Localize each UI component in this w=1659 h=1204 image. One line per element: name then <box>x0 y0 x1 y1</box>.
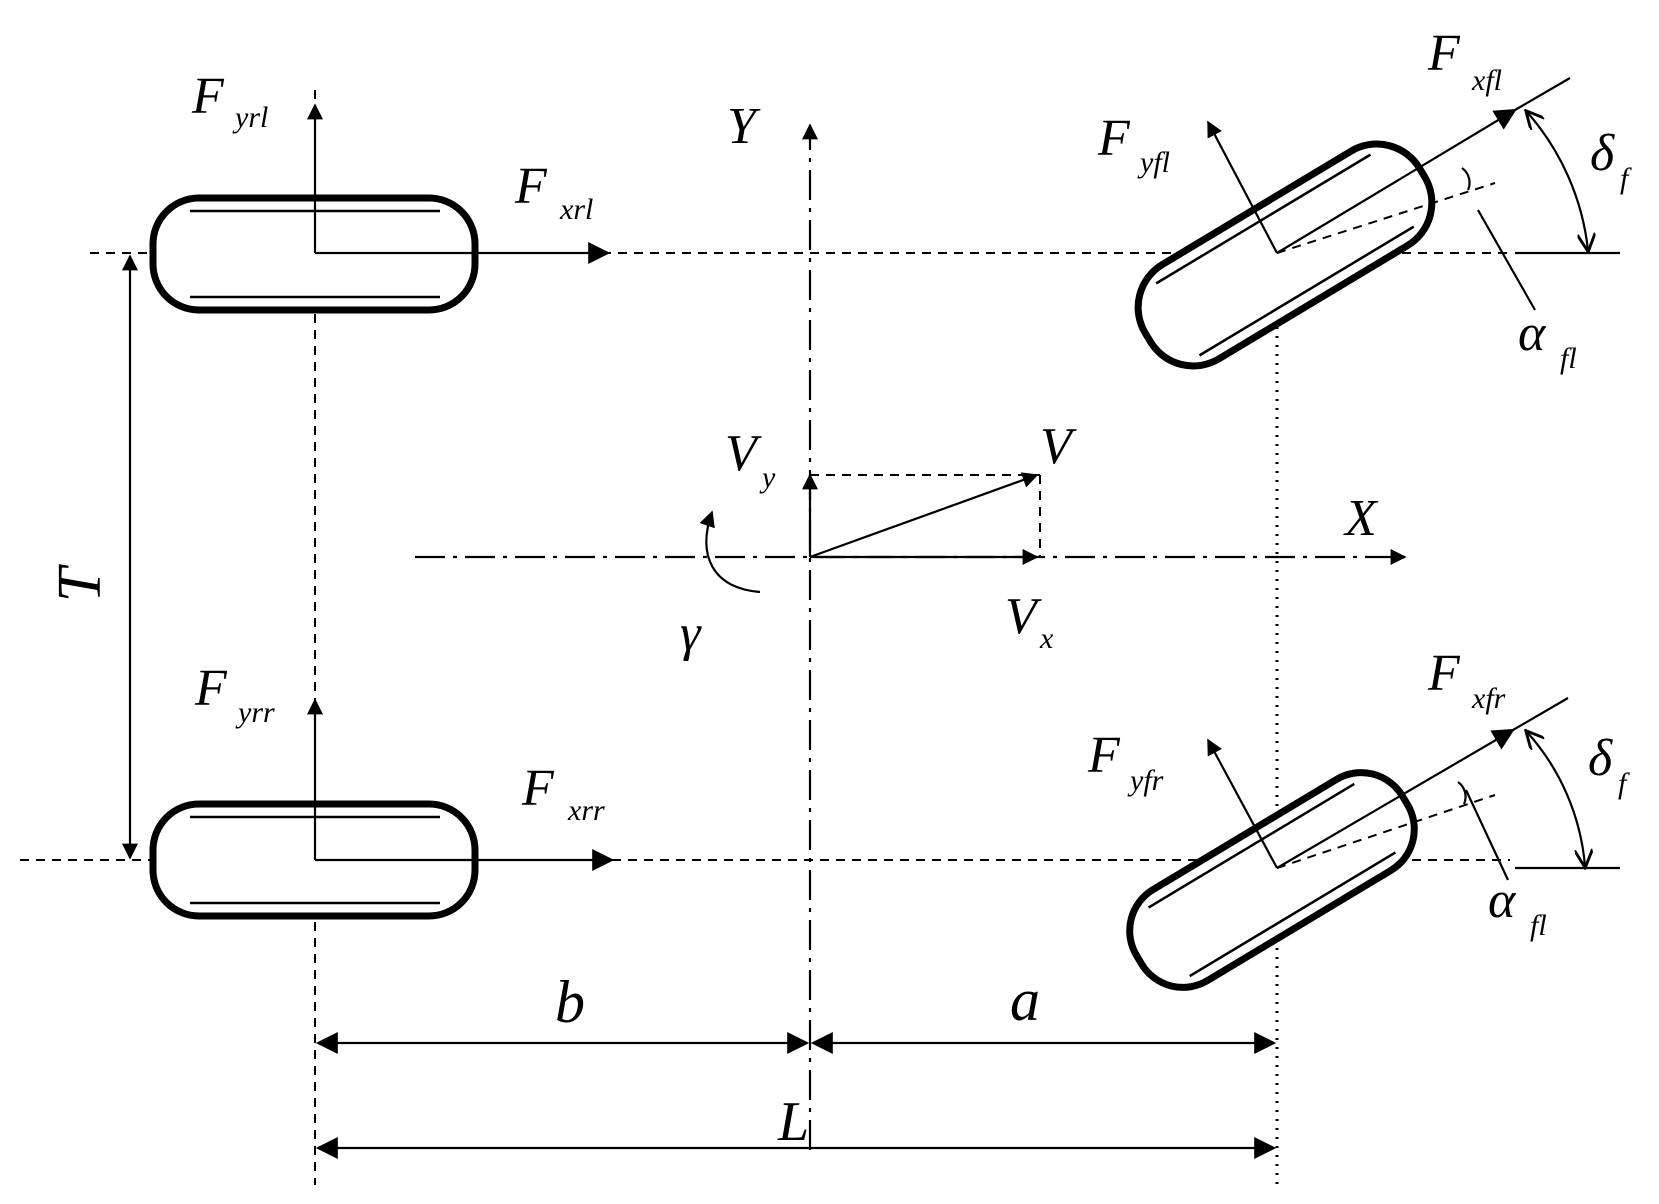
fxrr-label-sub: xrr <box>567 794 605 827</box>
fxfl-extension <box>1514 77 1571 111</box>
alpha-fr-arc <box>1457 781 1467 805</box>
vehicle-axes: Y X <box>415 98 1407 1150</box>
yaw-rate-label: γ <box>680 605 702 662</box>
alpha-fl-label-main: α <box>1518 305 1547 362</box>
alpha-fr-leader <box>1465 789 1509 881</box>
b-label: b <box>555 969 585 1035</box>
rear-left-wheel: F yrl F xrl <box>149 68 611 314</box>
vy-label-main: V <box>725 425 762 482</box>
fxfl-label-main: F <box>1427 25 1461 82</box>
alpha-fl-leader <box>1477 209 1536 311</box>
fyfl-label-main: F <box>1097 110 1131 167</box>
vy-label-sub: y <box>759 461 776 494</box>
fxfl-arrow <box>1276 108 1517 254</box>
fxfr-label-sub: xfr <box>1471 682 1506 715</box>
delta-fl-arc <box>1527 112 1588 250</box>
fr-slip-dashed-line <box>1276 794 1496 869</box>
track-width-label: T <box>46 563 114 602</box>
front-left-wheel: F xfl F yfl δ f α fl <box>1097 25 1632 375</box>
fyfr-label-sub: yfr <box>1127 764 1164 797</box>
delta-fl-label-sub: f <box>1620 162 1632 195</box>
y-axis-label: Y <box>727 98 761 155</box>
front-right-tire <box>1126 769 1418 991</box>
fyrr-label-sub: yrr <box>235 696 275 729</box>
fyfr-label-main: F <box>1087 727 1121 784</box>
alpha-fr-label-main: α <box>1488 872 1517 929</box>
yaw-rate-arrow <box>699 510 761 594</box>
v-label: V <box>1040 418 1077 475</box>
rear-right-wheel: F yrr F xrr <box>149 660 615 920</box>
fyrl-label-sub: yrl <box>232 101 268 134</box>
delta-fr-label-main: δ <box>1588 730 1613 787</box>
fxfr-extension <box>1512 697 1569 731</box>
delta-fr-arc <box>1527 732 1585 866</box>
fxfl-label-sub: xfl <box>1471 64 1502 97</box>
vx-label-sub: x <box>1039 622 1054 655</box>
fxrl-label-main: F <box>514 158 548 215</box>
fyrl-label-main: F <box>191 68 225 125</box>
fyfl-arrow <box>1207 120 1278 254</box>
fyfr-arrow <box>1207 738 1278 869</box>
fxrr-label-main: F <box>521 760 555 817</box>
wheelbase-label: L <box>777 1091 809 1153</box>
fl-slip-dashed-line <box>1276 182 1496 254</box>
front-right-wheel: F xfr F yfr δ f α fl <box>1087 645 1630 991</box>
alpha-fl-label-sub: fl <box>1560 342 1577 375</box>
velocity-vectors: V V x V y γ <box>680 418 1077 662</box>
delta-fl-label-main: δ <box>1590 125 1615 182</box>
v-arrow <box>809 472 1039 559</box>
fxrl-label-sub: xrl <box>559 193 593 226</box>
x-axis-label: X <box>1343 490 1379 547</box>
alpha-fl-arc <box>1461 167 1471 191</box>
fxfr-arrow <box>1276 728 1515 869</box>
a-label: a <box>1010 967 1040 1033</box>
fxfr-label-main: F <box>1427 645 1461 702</box>
alpha-fr-label-sub: fl <box>1530 909 1547 942</box>
front-left-tire <box>1134 140 1436 370</box>
dimensions: T b a L <box>46 254 1277 1159</box>
fyrr-label-main: F <box>194 660 228 717</box>
delta-fr-label-sub: f <box>1618 767 1630 800</box>
fyfl-label-sub: yfl <box>1137 146 1170 179</box>
vx-label-main: V <box>1005 588 1042 645</box>
